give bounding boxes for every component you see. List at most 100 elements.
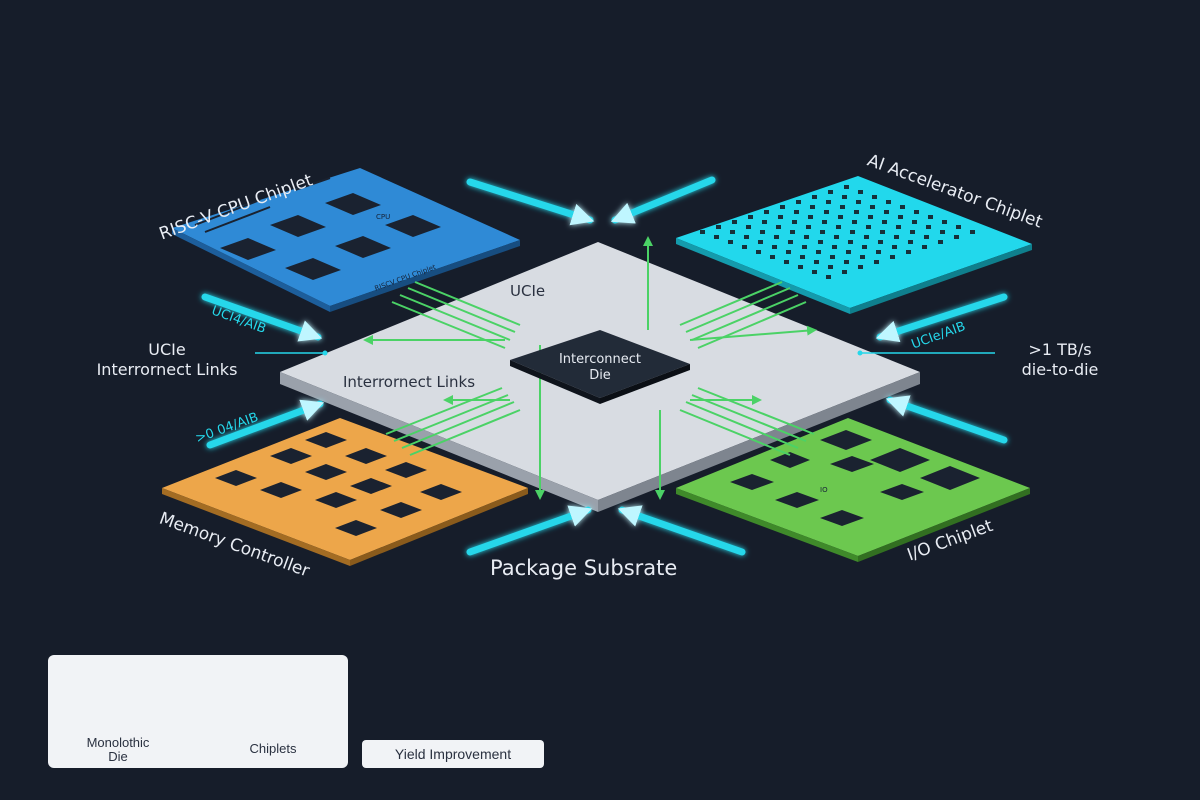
ai-compute-cell xyxy=(790,230,795,234)
ai-compute-cell xyxy=(780,205,785,209)
ai-compute-cell xyxy=(862,245,867,249)
ai-compute-cell xyxy=(832,245,837,249)
arrow-lower-left xyxy=(206,399,325,449)
ai-compute-cell xyxy=(940,230,945,234)
ai-compute-cell xyxy=(798,265,803,269)
ai-compute-cell xyxy=(762,220,767,224)
ai-compute-cell xyxy=(906,250,911,254)
ai-compute-cell xyxy=(938,240,943,244)
ai-compute-array xyxy=(700,185,975,279)
arrow-upper-right xyxy=(875,293,1008,343)
ai-compute-cell xyxy=(816,250,821,254)
ai-compute-cell xyxy=(786,250,791,254)
ai-compute-cell xyxy=(814,260,819,264)
ai-compute-cell xyxy=(926,225,931,229)
ai-compute-cell xyxy=(894,235,899,239)
ai-compute-cell xyxy=(870,205,875,209)
ai-compute-cell xyxy=(758,240,763,244)
ai-compute-cell xyxy=(760,230,765,234)
ai-compute-cell xyxy=(922,245,927,249)
ai-compute-cell xyxy=(886,200,891,204)
ai-compute-cell xyxy=(812,270,817,274)
ai-compute-cell xyxy=(866,225,871,229)
ai-compute-cell xyxy=(772,245,777,249)
ai-compute-cell xyxy=(856,200,861,204)
ai-compute-cell xyxy=(826,275,831,279)
ai-compute-cell xyxy=(882,220,887,224)
ai-compute-cell xyxy=(810,205,815,209)
ai-compute-cell xyxy=(826,200,831,204)
ai-compute-cell xyxy=(802,245,807,249)
ucie-center-label: UCIe xyxy=(510,282,546,300)
ai-compute-cell xyxy=(878,240,883,244)
ai-compute-cell xyxy=(858,190,863,194)
ai-compute-cell xyxy=(730,230,735,234)
io-blocks xyxy=(730,430,980,526)
ai-compute-cell xyxy=(700,230,705,234)
ai-compute-cell xyxy=(746,225,751,229)
ai-compute-cell xyxy=(808,215,813,219)
ai-compute-cell xyxy=(896,225,901,229)
memory-controller-chiplet xyxy=(162,418,528,566)
ai-compute-cell xyxy=(820,230,825,234)
ai-compute-cell xyxy=(764,210,769,214)
ai-compute-cell xyxy=(748,215,753,219)
ai-compute-cell xyxy=(928,215,933,219)
ai-compute-cell xyxy=(818,240,823,244)
ai-compute-cell xyxy=(854,210,859,214)
ai-compute-cell xyxy=(842,270,847,274)
ai-compute-cell xyxy=(852,220,857,224)
memory-banks xyxy=(215,432,462,536)
ai-compute-cell xyxy=(844,185,849,189)
ai-compute-cell xyxy=(828,190,833,194)
arrow-top-right xyxy=(610,176,716,224)
ai-compute-cell xyxy=(836,225,841,229)
ai-compute-cell xyxy=(778,215,783,219)
ai-compute-cell xyxy=(846,250,851,254)
ai-compute-cell xyxy=(864,235,869,239)
ai-compute-cell xyxy=(884,210,889,214)
ai-compute-cell xyxy=(804,235,809,239)
io-chiplet xyxy=(676,418,1030,562)
ai-compute-cell xyxy=(872,195,877,199)
ai-compute-cell xyxy=(756,250,761,254)
ai-compute-cell xyxy=(876,250,881,254)
ai-compute-cell xyxy=(834,235,839,239)
callout-pointers xyxy=(255,350,995,356)
ai-compute-cell xyxy=(892,245,897,249)
ai-compute-cell xyxy=(914,210,919,214)
ai-compute-cell xyxy=(838,215,843,219)
ai-compute-cell xyxy=(842,195,847,199)
ai-compute-cell xyxy=(800,255,805,259)
arrow-top-left xyxy=(466,178,595,226)
ai-compute-cell xyxy=(806,225,811,229)
ai-compute-cell xyxy=(732,220,737,224)
arrow-bottom-right xyxy=(617,505,746,556)
ai-accelerator-chiplet xyxy=(676,176,1032,314)
ai-compute-cell xyxy=(912,220,917,224)
ai-compute-cell xyxy=(788,240,793,244)
ai-compute-cell xyxy=(970,230,975,234)
ai-compute-cell xyxy=(824,210,829,214)
ai-compute-cell xyxy=(848,240,853,244)
ai-compute-cell xyxy=(954,235,959,239)
ai-compute-cell xyxy=(828,265,833,269)
arrow-lower-right xyxy=(885,395,1008,444)
ai-compute-cell xyxy=(830,255,835,259)
ai-compute-cell xyxy=(744,235,749,239)
ai-compute-cell xyxy=(860,255,865,259)
ai-compute-cell xyxy=(910,230,915,234)
ai-compute-cell xyxy=(858,265,863,269)
interconnect-die-label: Interconnect Die xyxy=(558,352,642,383)
ai-compute-cell xyxy=(770,255,775,259)
right-callout: >1 TB/s die-to-die xyxy=(1021,340,1099,379)
ai-compute-cell xyxy=(812,195,817,199)
interconnect-links-label: Interrornect Links xyxy=(343,373,476,391)
ai-compute-cell xyxy=(900,205,905,209)
yield-comparison-panel xyxy=(48,655,348,768)
ai-compute-cell xyxy=(840,205,845,209)
arrow-upper-left xyxy=(201,293,323,342)
ai-compute-cell xyxy=(784,260,789,264)
left-callout: UCIe Interrornect Links xyxy=(96,340,238,379)
interconnect-die xyxy=(510,330,690,404)
